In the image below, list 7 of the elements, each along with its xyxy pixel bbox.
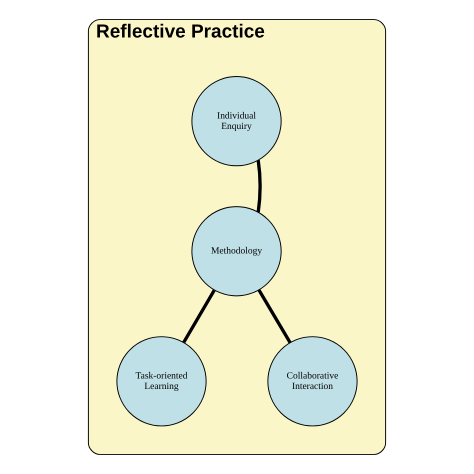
connector: [182, 289, 216, 344]
connector: [257, 289, 292, 344]
node-circle: Collaborative Interaction: [267, 336, 358, 426]
connector: [256, 160, 262, 212]
node-circle: Task-oriented Learning: [116, 336, 207, 426]
node-circle: Methodology: [191, 206, 282, 296]
node-circle: Individual Enquiry: [191, 76, 282, 166]
